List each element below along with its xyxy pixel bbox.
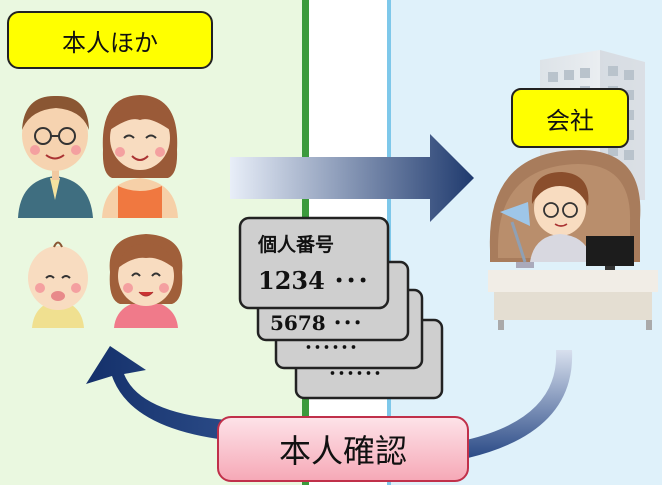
card3-dots: ･･････ (304, 338, 358, 359)
card4-dots: ･･････ (328, 364, 382, 385)
office-worker-illustration (488, 150, 658, 330)
girl-figure (109, 234, 183, 328)
curved-return-arrow (86, 346, 228, 440)
baby-figure (28, 241, 88, 328)
card-title: 個人番号 (258, 234, 335, 256)
right-arrow (230, 134, 474, 222)
father-figure (18, 95, 93, 218)
verification-label: 本人確認 (217, 416, 469, 482)
family-illustration (18, 95, 183, 328)
id-card-front (238, 216, 390, 310)
mother-figure (102, 95, 178, 218)
curved-connector-right (466, 350, 573, 458)
company-label: 会社 (511, 88, 629, 148)
card-number: 1234 ･･･ (258, 266, 370, 295)
self-label: 本人ほか (7, 11, 213, 69)
id-card-stack (238, 216, 444, 400)
card2-number-partial: 5678 ･･･ (270, 311, 363, 335)
